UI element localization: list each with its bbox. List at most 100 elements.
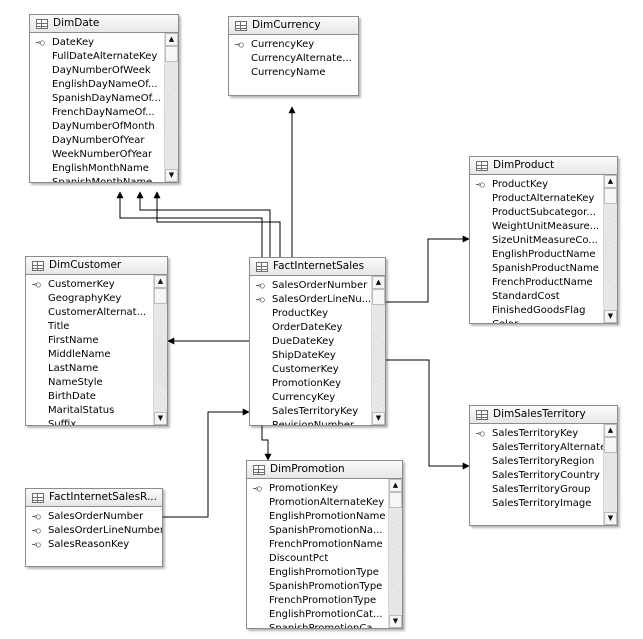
column-row[interactable]: OrderDateKey (250, 321, 371, 335)
column-row[interactable]: EnglishPromotionName (247, 510, 388, 524)
column-row[interactable]: WeightUnitMeasure... (470, 220, 603, 234)
column-row[interactable]: FullDateAlternateKey (30, 50, 164, 64)
vertical-scrollbar[interactable]: ▲▼ (164, 33, 178, 182)
scroll-down-arrow-icon[interactable]: ▼ (389, 615, 402, 628)
scroll-up-arrow-icon[interactable]: ▲ (372, 276, 385, 289)
column-row[interactable]: MiddleName (26, 348, 153, 362)
column-row[interactable]: WeekNumberOfYear (30, 148, 164, 162)
column-row[interactable]: ProductKey (250, 307, 371, 321)
column-row[interactable]: StandardCost (470, 290, 603, 304)
column-row[interactable]: SalesTerritoryAlternate... (470, 441, 603, 455)
column-row[interactable]: ⊸○CurrencyKey (229, 38, 358, 52)
column-row[interactable]: SpanishDayNameOf... (30, 92, 164, 106)
scroll-up-arrow-icon[interactable]: ▲ (154, 275, 167, 288)
column-row[interactable]: ⊸○SalesOrderLineNumber (26, 524, 162, 538)
column-row[interactable]: ShipDateKey (250, 349, 371, 363)
column-row[interactable]: PromotionKey (250, 377, 371, 391)
column-row[interactable]: EnglishMonthName (30, 162, 164, 176)
column-row[interactable]: ⊸○SalesReasonKey (26, 538, 162, 552)
column-row[interactable]: DueDateKey (250, 335, 371, 349)
scroll-up-arrow-icon[interactable]: ▲ (604, 424, 617, 437)
column-row[interactable]: ⊸○DateKey (30, 36, 164, 50)
column-row[interactable]: SpanishPromotionType (247, 580, 388, 594)
scroll-thumb[interactable] (372, 289, 385, 305)
column-row[interactable]: FrenchPromotionType (247, 594, 388, 608)
scroll-down-arrow-icon[interactable]: ▼ (154, 412, 167, 425)
column-row[interactable]: ProductSubcategor... (470, 206, 603, 220)
column-row[interactable]: ⊸○CustomerKey (26, 278, 153, 292)
column-row[interactable]: FrenchProductName (470, 276, 603, 290)
column-row[interactable]: FrenchPromotionName (247, 538, 388, 552)
column-row[interactable]: RevisionNumber (250, 419, 371, 425)
column-row[interactable]: NameStyle (26, 376, 153, 390)
scroll-thumb[interactable] (604, 188, 617, 204)
column-row[interactable]: SalesTerritoryGroup (470, 483, 603, 497)
column-row[interactable]: DayNumberOfYear (30, 134, 164, 148)
column-row[interactable]: CurrencyAlternate... (229, 52, 358, 66)
scroll-up-arrow-icon[interactable]: ▲ (604, 175, 617, 188)
column-row[interactable]: SalesTerritoryKey (250, 405, 371, 419)
table-header[interactable]: FactInternetSales (250, 258, 385, 276)
column-row[interactable]: SpanishPromotionNa... (247, 524, 388, 538)
vertical-scrollbar[interactable]: ▲▼ (153, 275, 167, 425)
vertical-scrollbar[interactable]: ▲▼ (371, 276, 385, 425)
scroll-down-arrow-icon[interactable]: ▼ (604, 512, 617, 525)
vertical-scrollbar[interactable]: ▲▼ (388, 479, 402, 628)
column-row[interactable]: CurrencyKey (250, 391, 371, 405)
column-row[interactable]: CurrencyName (229, 66, 358, 80)
column-row[interactable]: ⊸○SalesOrderNumber (250, 279, 371, 293)
scroll-thumb[interactable] (604, 437, 617, 453)
column-row[interactable]: EnglishPromotionType (247, 566, 388, 580)
column-row[interactable]: ⊸○SalesOrderNumber (26, 510, 162, 524)
scroll-up-arrow-icon[interactable]: ▲ (389, 479, 402, 492)
column-row[interactable]: DayNumberOfMonth (30, 120, 164, 134)
table-header[interactable]: FactInternetSalesR... (26, 489, 162, 507)
column-row[interactable]: SizeUnitMeasureCo... (470, 234, 603, 248)
column-row[interactable]: SpanishMonthName (30, 176, 164, 182)
scroll-thumb[interactable] (389, 492, 402, 508)
scroll-thumb[interactable] (154, 288, 167, 304)
scroll-up-arrow-icon[interactable]: ▲ (165, 33, 178, 46)
table-factinternetsales[interactable]: FactInternetSales ⊸○SalesOrderNumber⊸○Sal… (249, 257, 386, 426)
column-row[interactable]: SalesTerritoryCountry (470, 469, 603, 483)
table-header[interactable]: DimDate (30, 15, 178, 33)
table-header[interactable]: DimPromotion (247, 461, 402, 479)
column-row[interactable]: BirthDate (26, 390, 153, 404)
column-row[interactable]: SalesTerritoryRegion (470, 455, 603, 469)
column-row[interactable]: CustomerAlternat... (26, 306, 153, 320)
column-row[interactable]: FirstName (26, 334, 153, 348)
column-row[interactable]: ⊸○PromotionKey (247, 482, 388, 496)
column-row[interactable]: FinishedGoodsFlag (470, 304, 603, 318)
column-row[interactable]: Suffix (26, 418, 153, 425)
scroll-thumb[interactable] (165, 46, 178, 62)
column-row[interactable]: DiscountPct (247, 552, 388, 566)
column-row[interactable]: Title (26, 320, 153, 334)
column-row[interactable]: EnglishPromotionCat... (247, 608, 388, 622)
column-row[interactable]: EnglishDayNameOf... (30, 78, 164, 92)
column-row[interactable]: ProductAlternateKey (470, 192, 603, 206)
vertical-scrollbar[interactable]: ▲▼ (603, 175, 617, 323)
scroll-down-arrow-icon[interactable]: ▼ (604, 310, 617, 323)
column-row[interactable]: ⊸○SalesOrderLineNu... (250, 293, 371, 307)
column-row[interactable]: LastName (26, 362, 153, 376)
column-row[interactable]: Color (470, 318, 603, 323)
column-row[interactable]: SalesTerritoryImage (470, 497, 603, 511)
column-row[interactable]: SpanishProductName (470, 262, 603, 276)
vertical-scrollbar[interactable]: ▲▼ (603, 424, 617, 525)
table-header[interactable]: DimProduct (470, 157, 617, 175)
scroll-down-arrow-icon[interactable]: ▼ (372, 412, 385, 425)
column-row[interactable]: EnglishProductName (470, 248, 603, 262)
column-row[interactable]: GeographyKey (26, 292, 153, 306)
column-row[interactable]: PromotionAlternateKey (247, 496, 388, 510)
table-header[interactable]: DimCustomer (26, 257, 167, 275)
table-factinternetsalesreason[interactable]: FactInternetSalesR...⊸○SalesOrderNumber⊸… (25, 488, 163, 567)
column-row[interactable]: CustomerKey (250, 363, 371, 377)
column-row[interactable]: DayNumberOfWeek (30, 64, 164, 78)
scroll-down-arrow-icon[interactable]: ▼ (165, 169, 178, 182)
column-row[interactable]: ⊸○SalesTerritoryKey (470, 427, 603, 441)
